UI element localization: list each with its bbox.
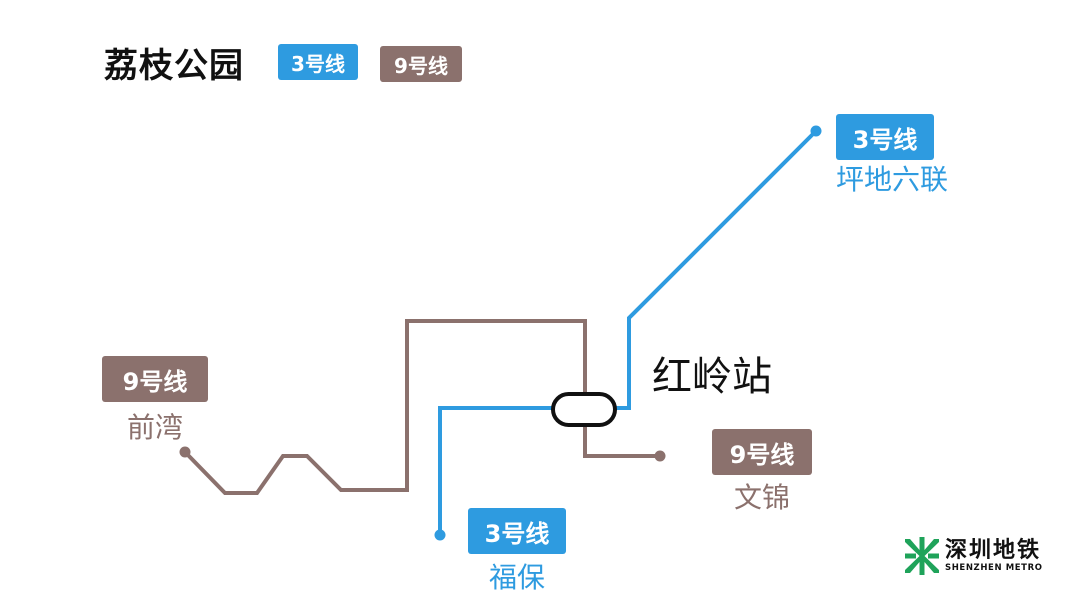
line-9-route: [183, 319, 660, 495]
dest-name-line9-east: 文锦: [733, 481, 790, 514]
logo-name-cn: 深圳地铁: [945, 537, 1042, 563]
header-badge-line-9: 9号线: [380, 46, 462, 82]
header-badge-line-3: 3号线: [278, 44, 358, 80]
page-title: 荔枝公园: [104, 46, 244, 86]
dest-name-line3-north: 坪地六联: [836, 163, 949, 196]
dest-badge-line9-east: 9号线: [712, 429, 812, 475]
line-3-north-terminal-dot: [810, 125, 822, 137]
shenzhen-metro-logo-icon: [905, 537, 939, 575]
dest-name-line3-south: 福保: [488, 561, 545, 594]
interchange-station-marker: [551, 392, 617, 427]
line-9-east-terminal-dot: [654, 450, 666, 462]
dest-name-line9-west: 前湾: [126, 411, 183, 444]
line-9-west-terminal-dot: [179, 446, 191, 458]
line-3-route: [438, 129, 818, 535]
logo-name-en: SHENZHEN METRO: [945, 562, 1043, 573]
dest-badge-line3-north: 3号线: [836, 114, 934, 160]
dest-badge-line3-south: 3号线: [468, 508, 566, 554]
shenzhen-metro-logo: 深圳地铁 SHENZHEN METRO: [905, 537, 1043, 575]
station-name: 红岭站: [652, 354, 772, 400]
dest-badge-line9-west: 9号线: [102, 356, 208, 402]
line-3-south-terminal-dot: [434, 529, 446, 541]
